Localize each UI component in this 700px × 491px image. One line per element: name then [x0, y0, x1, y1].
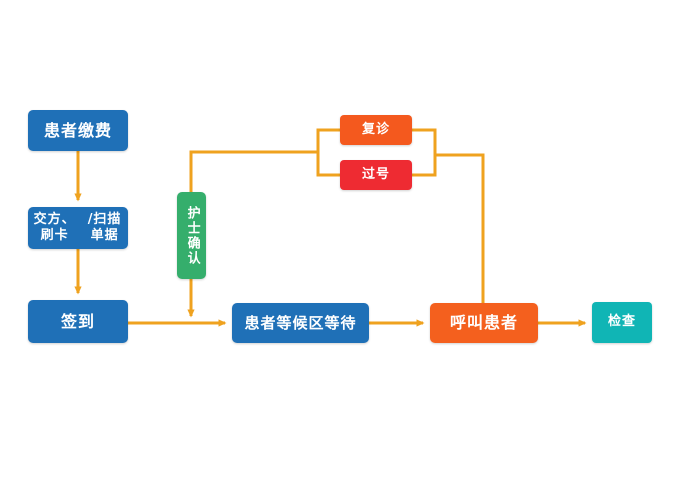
node-sign-in[interactable]: 签到 [28, 300, 128, 343]
edge-revisit-to-bus [316, 128, 340, 152]
edge-missed-to-right-bus [412, 155, 437, 177]
node-submit-prescription-swipe-card[interactable]: 交方、刷卡 /扫描单据 [28, 207, 128, 249]
node-missed-number[interactable]: 过号 [340, 160, 412, 190]
node-call-patient[interactable]: 呼叫患者 [430, 303, 538, 343]
node-card-line2: /扫描单据 [87, 211, 122, 243]
node-revisit[interactable]: 复诊 [340, 115, 412, 145]
node-examination[interactable]: 检查 [592, 302, 652, 343]
node-card-line1: 交方、刷卡 [33, 211, 76, 243]
edge-bus-to-nurse [189, 150, 318, 192]
node-patient-payment[interactable]: 患者缴费 [28, 110, 128, 151]
node-patient-waiting-area[interactable]: 患者等候区等待 [232, 303, 369, 343]
edge-right-bus-to-call [435, 153, 485, 303]
node-nurse-confirmation[interactable]: 护士确认 [177, 192, 206, 279]
edge-missed-to-bus [316, 152, 340, 177]
edge-revisit-to-right-bus [412, 128, 437, 155]
